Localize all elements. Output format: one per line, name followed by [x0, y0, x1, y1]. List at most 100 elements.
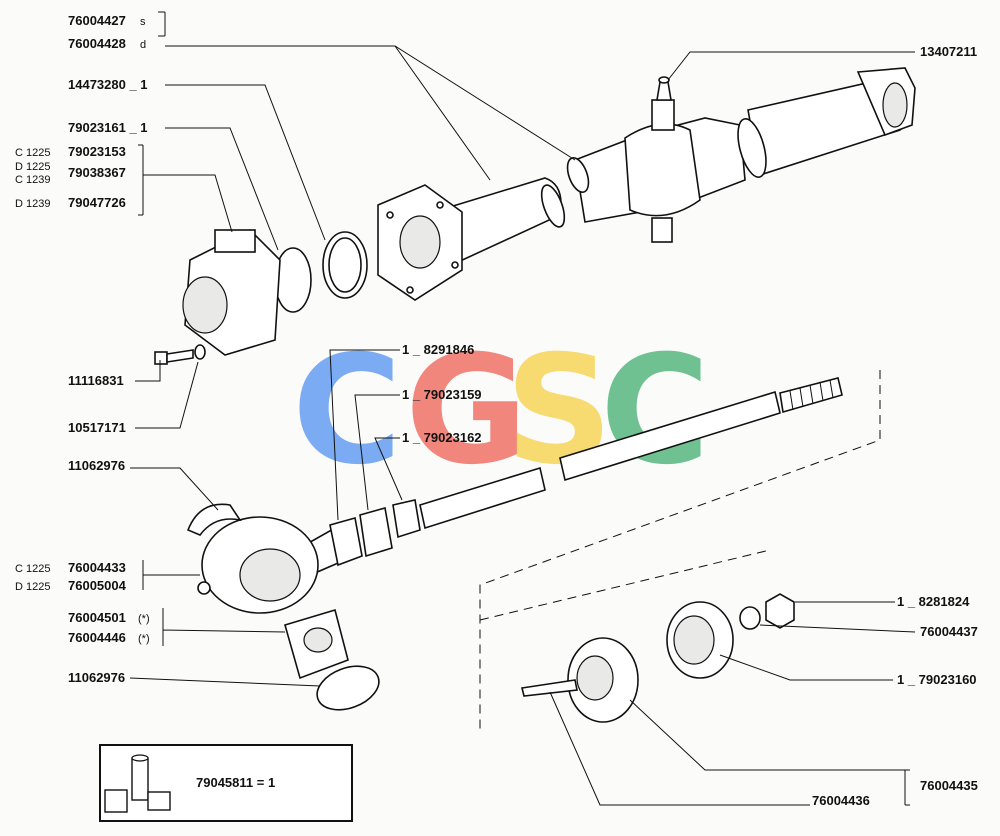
leader-79023153: [138, 144, 233, 233]
leader-11062976-bottom: [129, 677, 321, 687]
rod-eye: [197, 516, 319, 614]
label-76004446-note: (*): [138, 633, 150, 645]
rear-head: [182, 229, 281, 356]
watermark-letter-g: G: [405, 324, 528, 498]
label-76004437: 76004437: [920, 624, 978, 639]
label-76004501: 76004501: [68, 610, 126, 625]
piston-76004436: [521, 637, 639, 723]
nut-8281824: [765, 593, 795, 629]
washer-10517171: [194, 344, 206, 360]
label-79023159: 1 _ 79023159: [402, 387, 482, 402]
leader-14473280: [165, 84, 326, 241]
label-c1239: C 1239: [15, 174, 50, 186]
label-76004501-note: (*): [138, 613, 150, 625]
leader-lines: [129, 11, 916, 806]
wiper-8291846: [329, 516, 363, 567]
seal-ring-inner: [328, 237, 362, 293]
rod-eye-grease-port: [197, 581, 211, 595]
label-79023153: 79023153: [68, 144, 126, 159]
label-14473280: 14473280 _ 1: [68, 77, 148, 92]
piston-seal-inner: [673, 615, 715, 665]
label-10517171: 10517171: [68, 420, 126, 435]
label-13407211: 13407211: [920, 44, 977, 59]
rod-section-right: [559, 390, 781, 482]
rod-section-left: [419, 466, 546, 530]
piston-pin: [521, 679, 578, 697]
piston-bore: [576, 655, 614, 701]
rod-thread-lines: [789, 379, 834, 411]
label-11062976-bottom: 11062976: [68, 670, 125, 685]
leader-79023160: [719, 654, 893, 681]
barrel-tube-right-end: [737, 118, 767, 178]
barrel-tube-left-end: [540, 184, 566, 228]
circlip-top: [186, 503, 242, 536]
label-11062976-top: 11062976: [68, 458, 125, 473]
leader-76004427: [158, 11, 576, 181]
flange-hole: [406, 286, 414, 294]
label-d1239: D 1239: [15, 198, 50, 210]
leader-76004501: [162, 608, 286, 646]
label-79023161: 79023161 _ 1: [68, 120, 148, 135]
rod-eye-bore: [239, 548, 301, 602]
grease-nipple-tip: [658, 76, 670, 84]
label-11116831: 11116831: [68, 373, 124, 388]
circlip-bottom: [316, 665, 380, 711]
rear-head-port: [214, 229, 256, 253]
label-79023162: 1 _ 79023162: [402, 430, 482, 445]
label-76004446: 76004446: [68, 630, 126, 645]
label-76004436: 76004436: [812, 793, 870, 808]
leader-76004433: [142, 560, 200, 590]
label-8281824: 1 _ 8281824: [897, 594, 970, 609]
label-c1225-b: C 1225: [15, 563, 50, 575]
kit-label: 79045811 = 1: [196, 775, 275, 790]
label-76005004: 76005004: [68, 578, 127, 593]
label-76004427-side: s: [140, 16, 146, 28]
seal-79023159: [359, 506, 393, 558]
leader-13407211: [667, 51, 915, 81]
label-76004428: 76004428: [68, 36, 126, 51]
leader-10517171: [135, 361, 199, 429]
kit-icon-seal: [104, 789, 128, 813]
label-76004435: 76004435: [920, 778, 978, 793]
label-76004427: 76004427: [68, 13, 126, 28]
label-76004428-side: d: [140, 39, 146, 51]
leader-8291846: [329, 349, 400, 521]
watermark-letter-c2: C: [600, 324, 710, 498]
bearing-bore: [303, 627, 333, 653]
leader-76004435: [629, 699, 910, 806]
leader-76004437: [759, 624, 916, 633]
leader-76004436: [549, 691, 810, 806]
watermark-letter-s: S: [505, 324, 613, 498]
watermark-letter-c1: C: [292, 324, 402, 498]
label-79023160: 1 _ 79023160: [897, 672, 977, 687]
watermark: C G S C: [292, 324, 710, 498]
part-labels: 76004427 s 76004428 d 14473280 _ 1 79023…: [15, 13, 978, 808]
dashed-assembly-outline: [479, 370, 881, 730]
dashed-assembly-outline-inner: [479, 549, 771, 621]
kit-icon-bottle-cap: [131, 754, 149, 762]
label-8291846: 1 _ 8291846: [402, 342, 474, 357]
spherical-bearing: [284, 608, 349, 680]
grease-nipple: [656, 81, 672, 101]
bolt-shank: [166, 349, 194, 363]
grease-fitting-boss: [651, 99, 675, 131]
seal-79023162: [392, 499, 421, 539]
o-ring-14473280: [274, 247, 312, 313]
label-79047726: 79047726: [68, 195, 126, 210]
label-d1225-a: D 1225: [15, 161, 50, 173]
leader-79023159: [354, 394, 400, 511]
cylinder-barrel: [438, 67, 916, 264]
trunnion-pin: [651, 217, 673, 243]
barrel-end-bore: [882, 82, 908, 128]
label-79038367: 79038367: [68, 165, 126, 180]
leader-79023162: [374, 437, 403, 501]
flange-hole: [436, 201, 444, 209]
flange-bore: [399, 215, 441, 269]
label-d1225-b: D 1225: [15, 581, 50, 593]
piston-seal-79023160: [666, 601, 734, 679]
bolt-head: [154, 351, 168, 365]
kit-icon-box: [147, 791, 171, 811]
leader-79023161: [165, 127, 279, 251]
barrel-flange: [377, 184, 463, 301]
